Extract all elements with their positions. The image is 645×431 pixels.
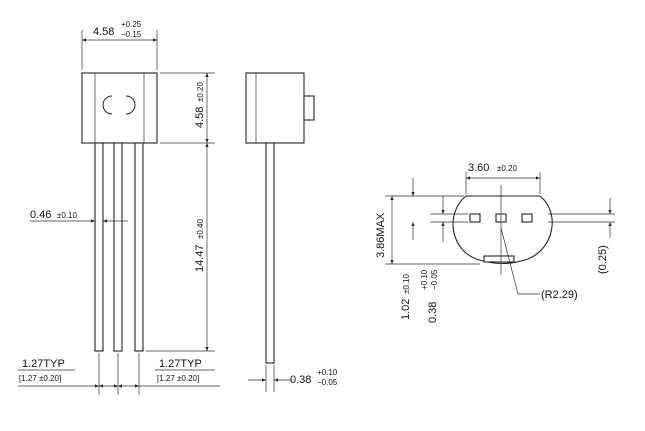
lead-2 — [113, 142, 123, 352]
bottom-lead-thickness-tol-minus: −0.05 — [430, 269, 439, 290]
side-lead-thickness-tol-minus: −0.05 — [317, 378, 338, 387]
bottom-lead-1 — [469, 213, 481, 223]
ejector-mark-icon — [102, 95, 113, 115]
body-width-tol-plus: +0.25 — [121, 20, 142, 29]
flat-width-nominal: 3.60 — [468, 162, 489, 174]
lead-3 — [134, 142, 144, 352]
front-view: 4.58 +0.25 −0.15 4.58 ±0.20 14.47 ±0.40 … — [18, 20, 220, 395]
radius-label: (R2.29) — [541, 289, 578, 301]
body-height-nominal: 4.58 — [194, 107, 206, 128]
side-lead-thickness-tol-plus: +0.10 — [317, 368, 338, 377]
lead-offset-nominal: 1.02 — [400, 299, 412, 320]
lead-length-tol: ±0.40 — [196, 218, 205, 239]
body-height-tol: ±0.20 — [196, 81, 205, 102]
pitch-right-typ: 1.27TYP — [159, 358, 202, 370]
side-lead-thickness-nominal: 0.38 — [290, 374, 311, 386]
lead-width-nominal: 0.46 — [30, 209, 51, 221]
bottom-lead-3 — [521, 213, 533, 223]
package-body-front — [81, 72, 158, 144]
body-width-nominal: 4.58 — [93, 26, 114, 38]
package-body-side — [245, 72, 305, 144]
body-width-tol-minus: −0.15 — [121, 30, 142, 39]
ref-height-label: (0.25) — [597, 245, 609, 274]
package-outline-bottom — [452, 195, 553, 265]
lead-1 — [94, 142, 104, 352]
pitch-left-typ: 1.27TYP — [22, 358, 65, 370]
pitch-right-bracket: [1.27 ±0.20] — [157, 374, 199, 383]
bottom-view: 3.60 ±0.20 3.86MAX 1.02 ±0.10 0.38 +0.10 — [375, 162, 615, 323]
pitch-left-bracket: [1.27 ±0.20] — [19, 374, 61, 383]
lead-length-nominal: 14.47 — [194, 244, 206, 272]
lead-offset-tol: ±0.10 — [402, 273, 411, 294]
bottom-lead-thickness-nominal: 0.38 — [427, 302, 439, 323]
lead-width-tol: ±0.10 — [57, 211, 78, 220]
ejector-slot — [483, 255, 515, 263]
flat-width-tol: ±0.20 — [497, 164, 518, 173]
side-view: 0.38 +0.10 −0.05 — [245, 72, 338, 392]
bottom-lead-thickness-tol-plus: +0.10 — [420, 269, 429, 290]
max-height: 3.86MAX — [375, 212, 387, 258]
side-tab — [303, 95, 315, 121]
side-lead — [265, 142, 275, 364]
